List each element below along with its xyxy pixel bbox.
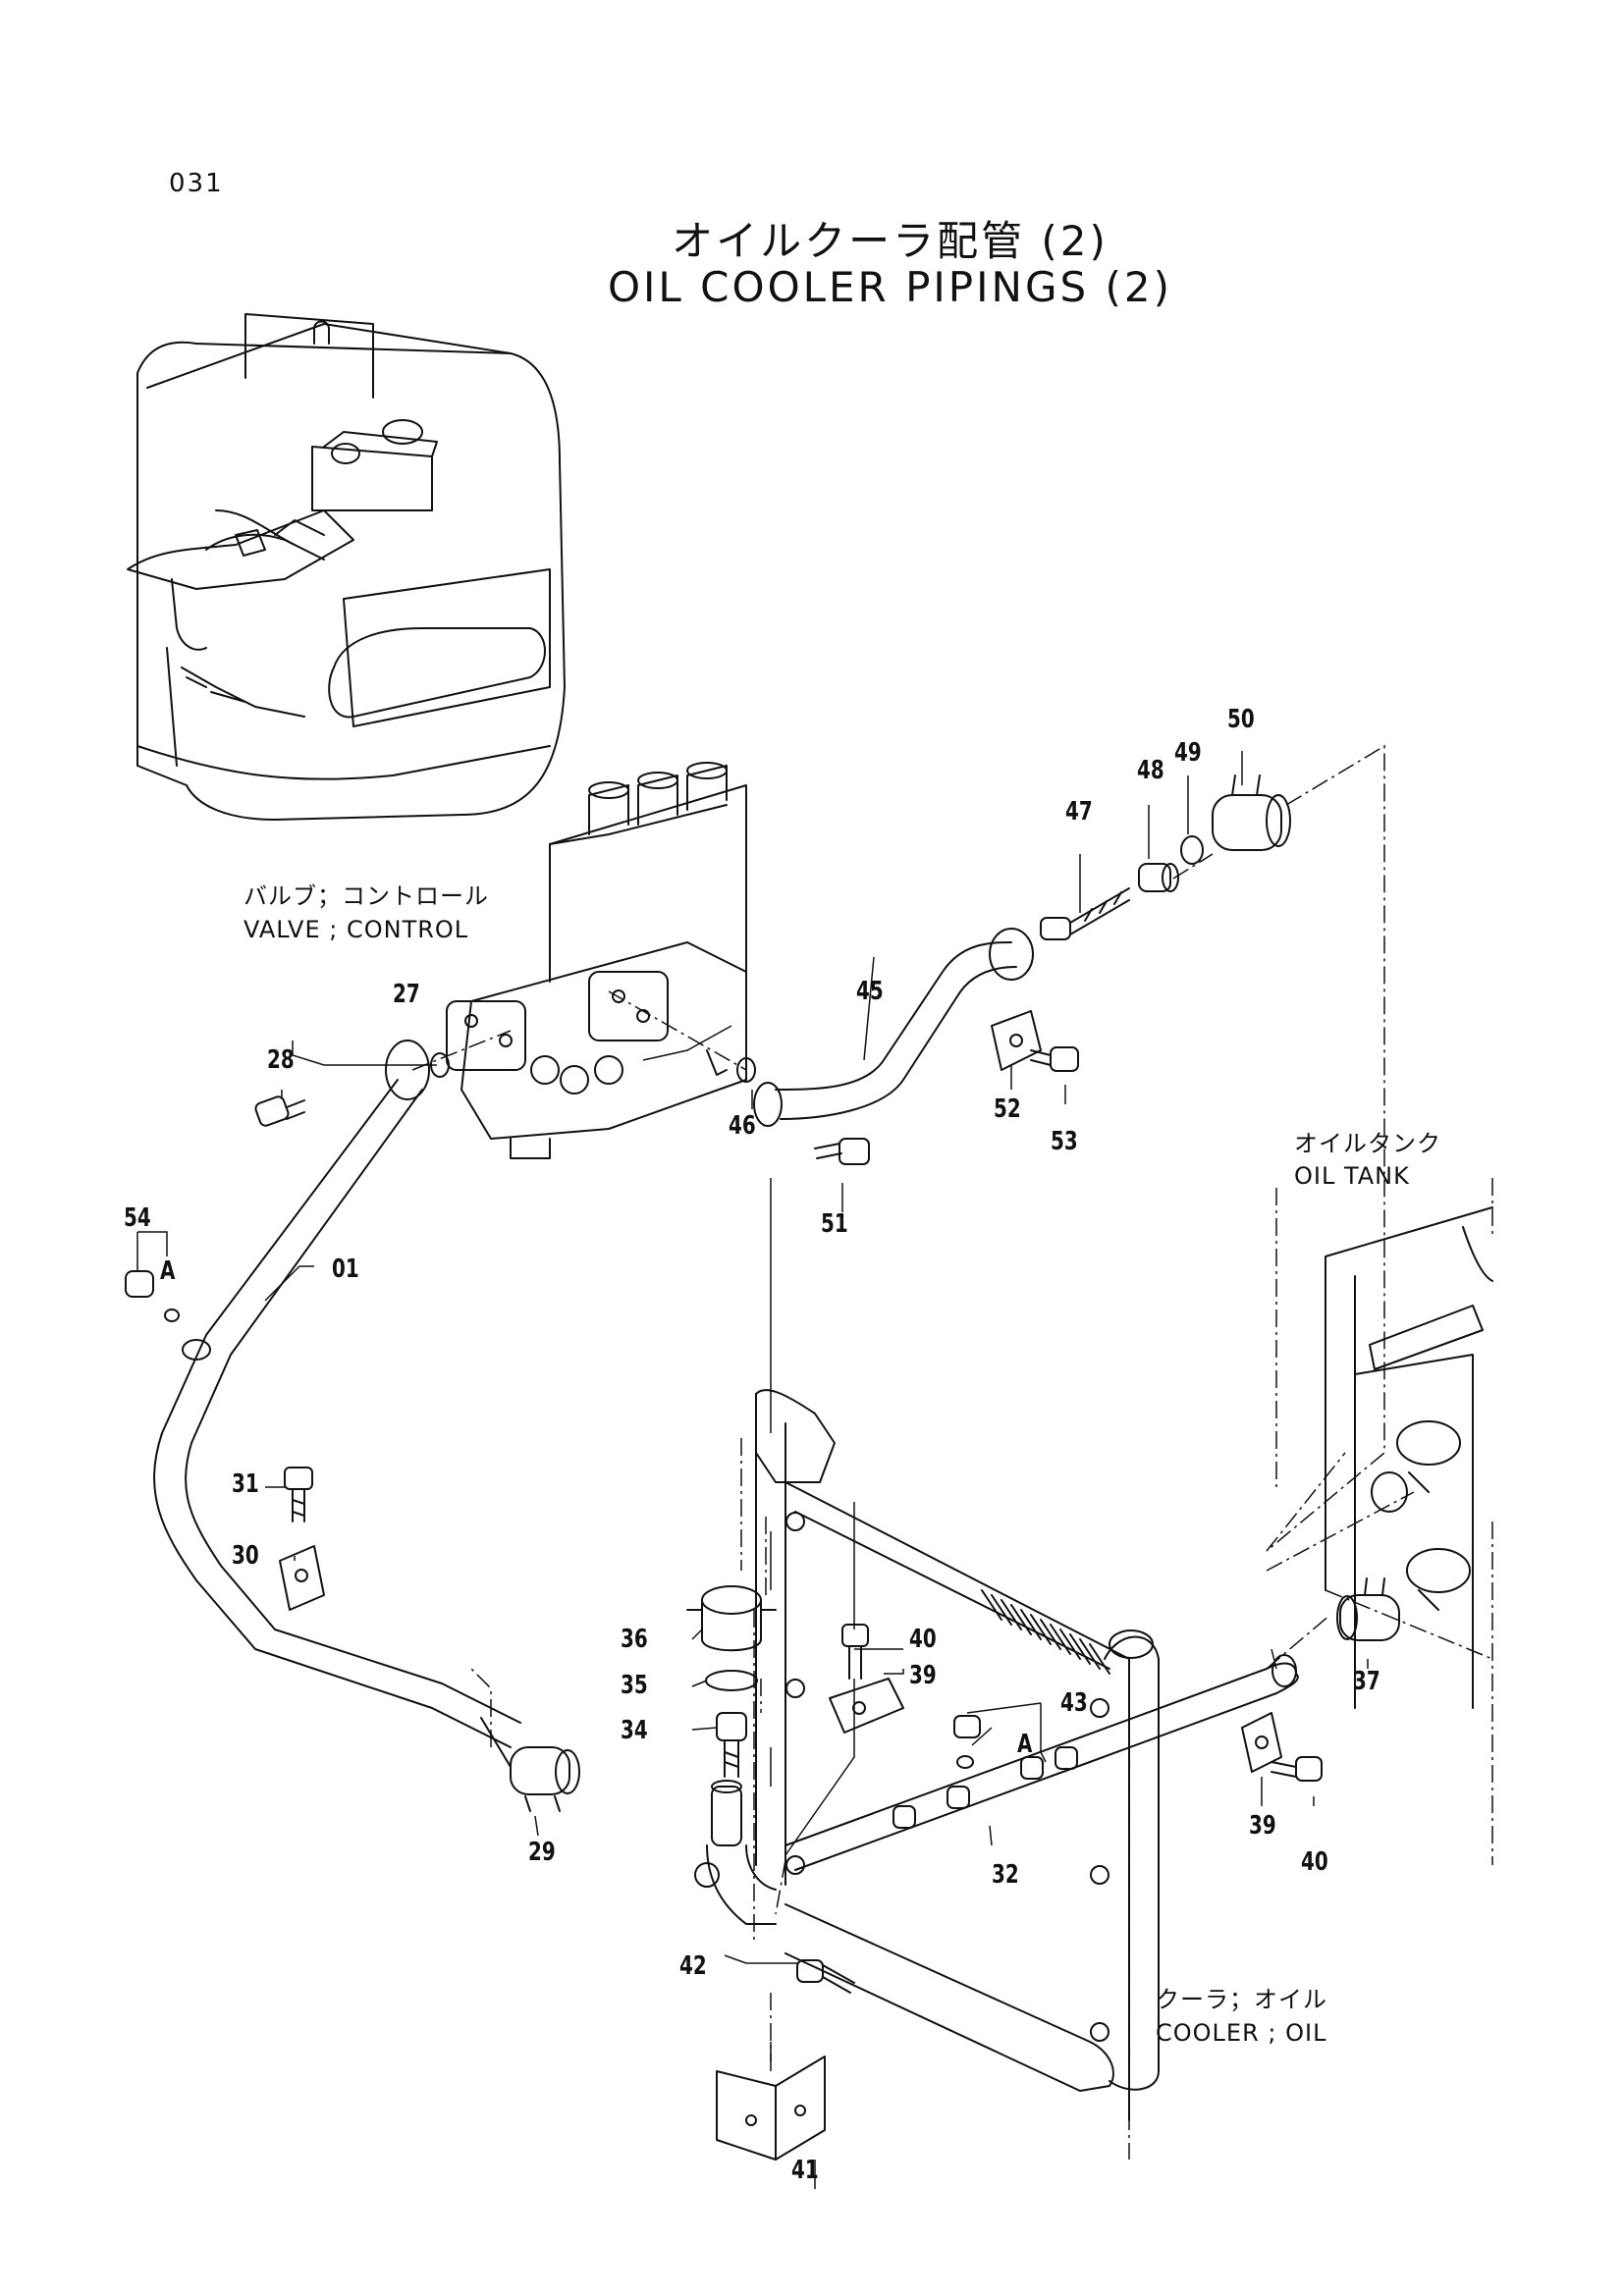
- callout-53: 53: [1051, 1127, 1078, 1156]
- callout-50: 50: [1227, 705, 1255, 734]
- oil-cooler-label-jp: クーラ；オイル: [1156, 1986, 1327, 2013]
- bracket-52: [991, 1010, 1042, 1071]
- callout-46: 46: [729, 1111, 756, 1141]
- callout-mark-a-left: A: [160, 1256, 176, 1286]
- callout-48: 48: [1137, 756, 1164, 785]
- leader-lines: [136, 744, 1493, 2189]
- control-valve-label-jp: バルブ；コントロール: [243, 882, 489, 910]
- bracket-39-right: [1241, 1712, 1282, 1773]
- callout-47: 47: [1065, 797, 1093, 827]
- oil-tank-illustration: [1325, 1206, 1493, 1709]
- callout-43: 43: [1060, 1688, 1088, 1718]
- machine-body-illustration: [127, 313, 566, 821]
- bolt-42: [796, 1959, 855, 1994]
- callout-30: 30: [232, 1541, 259, 1571]
- callout-52: 52: [994, 1095, 1021, 1124]
- bolt-31: [284, 1467, 313, 1522]
- clamp-36: [686, 1585, 777, 1652]
- callout-39-center: 39: [909, 1661, 937, 1690]
- callout-35: 35: [621, 1671, 648, 1700]
- clamp-29: [510, 1746, 580, 1812]
- callout-41: 41: [791, 2156, 819, 2185]
- washer-48: [1138, 863, 1179, 892]
- o-ring-46: [736, 1057, 756, 1083]
- callout-01: 01: [332, 1255, 359, 1284]
- clamp-37: [1336, 1577, 1400, 1641]
- clamp-50: [1212, 774, 1291, 851]
- callout-37: 37: [1353, 1667, 1380, 1696]
- callout-28: 28: [267, 1045, 295, 1075]
- bracket-41: [716, 2056, 826, 2161]
- callout-49: 49: [1174, 738, 1202, 768]
- bolt-53: [1030, 1046, 1079, 1072]
- control-valve-label-en: VALVE ; CONTROL: [243, 916, 469, 943]
- bracket-39-center: [829, 1678, 904, 1734]
- oil-tank-label-jp: オイルタンク: [1294, 1130, 1441, 1157]
- callout-51: 51: [821, 1209, 848, 1239]
- bolt-28: [254, 1095, 305, 1127]
- bolt-51: [814, 1138, 870, 1165]
- title-english: OIL COOLER PIPINGS (2): [607, 263, 1172, 311]
- callout-45: 45: [856, 977, 884, 1006]
- plug-43: [953, 1715, 981, 1769]
- pipe-45: [753, 928, 1034, 1127]
- callout-mark-a-center: A: [1017, 1730, 1033, 1759]
- control-valve-illustration: [446, 762, 747, 1159]
- callout-32: 32: [992, 1860, 1019, 1890]
- title-japanese: オイルクーラ配管 (2): [672, 217, 1109, 265]
- bolt-40-right: [1271, 1756, 1323, 1782]
- callout-54: 54: [124, 1203, 151, 1233]
- oil-cooler-illustration: [755, 1389, 1160, 2121]
- fitting-34: [716, 1712, 747, 1778]
- plug-54: [125, 1270, 180, 1322]
- pipe-01: [153, 1040, 521, 1768]
- bolt-47: [1040, 887, 1130, 940]
- bolt-40-center: [841, 1624, 869, 1680]
- callout-42: 42: [679, 1951, 707, 1981]
- oil-cooler-label-en: COOLER ; OIL: [1156, 2019, 1327, 2047]
- callout-34: 34: [621, 1716, 648, 1745]
- bracket-30: [279, 1545, 325, 1611]
- callout-27: 27: [393, 980, 420, 1009]
- snap-ring-35: [705, 1670, 758, 1691]
- elbow-pipe: [694, 1780, 777, 1925]
- callout-36: 36: [621, 1625, 648, 1654]
- callout-40-right: 40: [1301, 1847, 1328, 1877]
- callout-29: 29: [528, 1838, 556, 1867]
- seal-49: [1180, 835, 1204, 865]
- callout-31: 31: [232, 1469, 259, 1499]
- callout-40-center: 40: [909, 1625, 937, 1654]
- oil-tank-label-en: OIL TANK: [1294, 1162, 1410, 1190]
- page-number: 031: [169, 169, 224, 198]
- callout-39-right: 39: [1249, 1811, 1276, 1841]
